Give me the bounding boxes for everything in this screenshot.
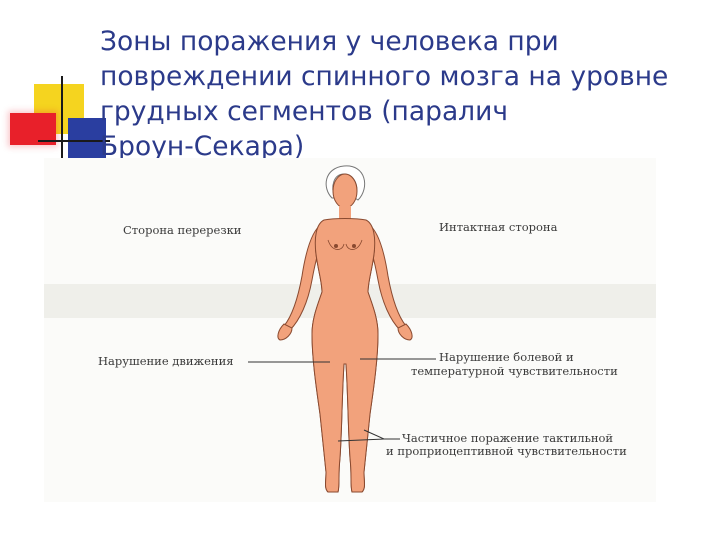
decor-horizontal-line xyxy=(38,140,110,142)
title-line: повреждении спинного мозга на уровне xyxy=(100,61,669,92)
human-figure xyxy=(277,165,413,493)
decor-red-square xyxy=(10,113,56,145)
chest-line xyxy=(327,239,345,250)
title-line: грудных сегментов (паралич xyxy=(100,96,508,127)
neck xyxy=(339,206,351,220)
slide-title: Зоны поражения у человека при повреждени… xyxy=(100,24,710,164)
chest-detail xyxy=(334,244,338,248)
lesion-zones xyxy=(311,250,379,493)
label-pain-temperature-line2: температурной чувствительности xyxy=(411,364,618,378)
pointer-tactile xyxy=(337,438,385,442)
body-illustration xyxy=(44,165,656,493)
label-pain-temperature-line1: Нарушение болевой и xyxy=(439,350,574,364)
head xyxy=(332,173,358,209)
pointer-tactile-branch xyxy=(363,429,385,440)
label-tactile-line1: Частичное поражение тактильной xyxy=(402,431,614,445)
label-motor-impairment: Нарушение движения xyxy=(98,354,234,368)
brown-sequard-figure: Сторона перерезки Интактная сторона Нару… xyxy=(44,158,656,502)
right-hand xyxy=(397,323,413,341)
label-tactile-line2: и проприоцептивной чувствительности xyxy=(386,444,627,458)
pointer-lines xyxy=(248,358,436,442)
title-line: Броун-Секара) xyxy=(100,131,305,162)
decor-blue-square xyxy=(68,118,106,158)
decor-vertical-line xyxy=(61,76,63,164)
title-line: Зоны поражения у человека при xyxy=(100,26,559,57)
chest-detail xyxy=(352,244,356,248)
left-hand xyxy=(277,323,293,341)
label-intact-side: Интактная сторона xyxy=(439,220,558,234)
label-cut-side: Сторона перерезки xyxy=(123,223,242,237)
chest-line xyxy=(345,239,363,250)
